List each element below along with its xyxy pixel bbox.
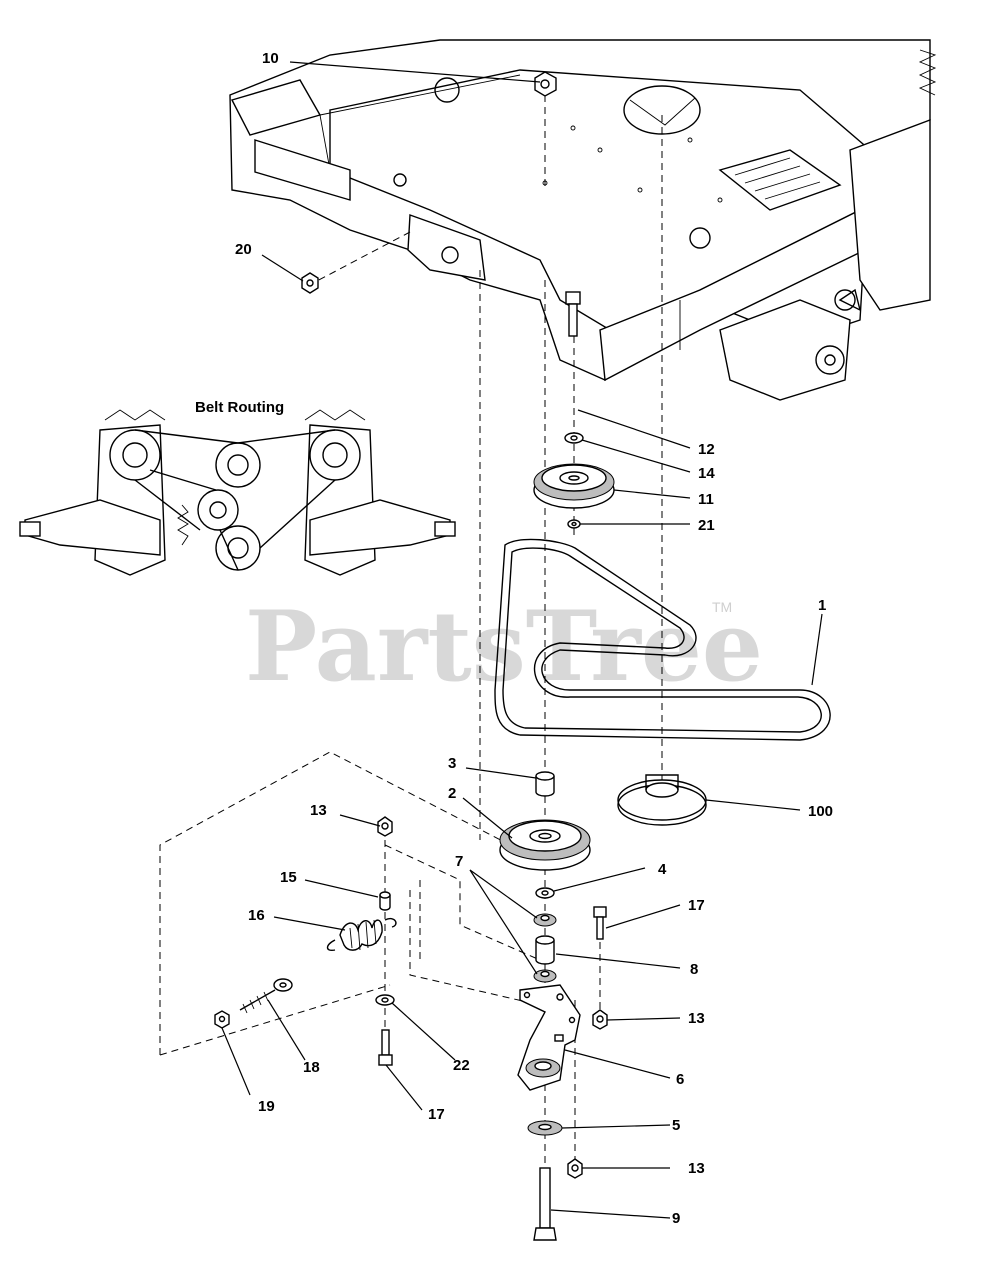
watermark: PartsTree TM — [245, 590, 763, 703]
callout-2: 2 — [448, 785, 456, 802]
part-9-bolt — [533, 1167, 557, 1241]
part-20-locknut — [301, 272, 319, 294]
part-19-nut — [214, 1010, 230, 1029]
callout-21: 21 — [698, 517, 715, 534]
right-transaxle — [304, 409, 456, 576]
callout-15: 15 — [280, 869, 297, 886]
part-2-idler-pulley — [499, 819, 591, 871]
part-1-v-belt — [494, 538, 831, 741]
part-16-spring — [326, 918, 397, 952]
part-7-bearing-lower — [533, 969, 557, 983]
part-8-spacer — [535, 935, 555, 965]
callout-6: 6 — [676, 1071, 684, 1088]
callout-13-middle: 13 — [688, 1010, 705, 1027]
part-12-bolt — [565, 291, 581, 337]
part-13-locknut-c — [567, 1158, 583, 1179]
watermark-tm: TM — [712, 599, 732, 615]
mower-chassis — [229, 39, 937, 401]
callout-20: 20 — [235, 241, 252, 258]
part-6-idler-arm — [517, 984, 581, 1091]
part-22-washer — [375, 994, 395, 1006]
part-18-eyebolt — [239, 978, 293, 1014]
callout-labels: 10 20 12 14 11 21 1 3 2 100 13 7 4 15 16… — [235, 50, 833, 1227]
part-10-locknut — [534, 71, 557, 97]
callout-17-right: 17 — [688, 897, 705, 914]
part-13-locknut-a — [377, 816, 393, 837]
callout-5: 5 — [672, 1117, 680, 1134]
callout-1: 1 — [818, 597, 826, 614]
part-100-engine-pulley — [617, 774, 707, 826]
inset-title: Belt Routing — [195, 399, 284, 416]
callout-100: 100 — [808, 803, 833, 820]
callout-10: 10 — [262, 50, 279, 67]
part-5-washer — [527, 1120, 563, 1136]
part-17-bolt-lower — [378, 1029, 393, 1066]
callout-4: 4 — [658, 861, 667, 878]
belt-routing-inset: Belt Routing — [19, 399, 456, 576]
part-4-washer — [535, 887, 555, 899]
callout-22: 22 — [453, 1057, 470, 1074]
part-15-bushing — [379, 891, 391, 911]
assembly-dashed-lines — [159, 95, 663, 1230]
callout-18: 18 — [303, 1059, 320, 1076]
callout-9: 9 — [672, 1210, 680, 1227]
callout-13-bottom: 13 — [688, 1160, 705, 1177]
part-3-spacer — [535, 771, 555, 797]
left-transaxle — [19, 409, 166, 576]
callout-11: 11 — [698, 491, 714, 508]
part-11-idler-pulley — [533, 463, 615, 509]
idler-pulley-mid — [197, 489, 239, 531]
engine-pulley — [215, 525, 261, 571]
part-7-bearing-upper — [533, 913, 557, 927]
callout-8: 8 — [690, 961, 698, 978]
leader-lines — [221, 61, 823, 1219]
part-21-washer — [567, 519, 581, 529]
callout-12: 12 — [698, 441, 715, 458]
callout-14: 14 — [698, 465, 715, 482]
callout-17-bottom: 17 — [428, 1106, 445, 1123]
callout-13-top: 13 — [310, 802, 327, 819]
watermark-text: PartsTree — [245, 590, 763, 703]
callout-3: 3 — [448, 755, 456, 772]
callout-7: 7 — [455, 853, 463, 870]
part-13-locknut-b — [592, 1009, 608, 1030]
part-14-washer — [564, 432, 584, 444]
idler-pulley-top — [215, 442, 261, 488]
part-17-bolt-upper — [593, 906, 607, 940]
callout-19: 19 — [258, 1098, 275, 1115]
callout-16: 16 — [248, 907, 265, 924]
